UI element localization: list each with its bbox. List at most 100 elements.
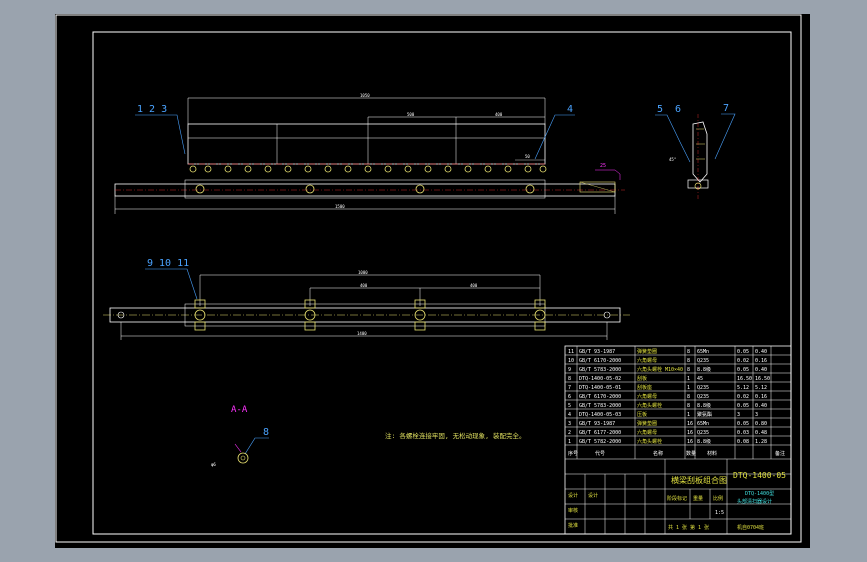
parts-cell-qty: 16 — [687, 430, 693, 436]
front-view-assembly[interactable]: 1050 500 400 25 — [114, 93, 625, 214]
parts-cell-qty: 1 — [687, 385, 690, 391]
parts-cell-name: 六角螺母 — [637, 393, 657, 400]
parts-cell-mat: Q235 — [697, 385, 709, 391]
parts-cell-qty: 1 — [687, 412, 690, 418]
parts-cell-code: GB/T 93-1987 — [579, 349, 615, 355]
parts-cell-qty: 8 — [687, 358, 690, 364]
parts-cell-qty: 16 — [687, 439, 693, 445]
parts-cell-name: 六角头螺栓 — [637, 438, 662, 445]
approve-label: 批准 — [568, 522, 578, 529]
parts-cell-name: 弹簧垫圈 — [637, 420, 657, 427]
parts-cell-no: 6 — [568, 394, 571, 400]
school-class: 机自0704班 — [737, 524, 764, 531]
check-label: 审核 — [568, 507, 578, 514]
parts-cell-mass: 0.02 — [737, 394, 749, 400]
parts-cell-mass: 0.02 — [737, 358, 749, 364]
dim-side-offset: 25 — [600, 163, 606, 169]
parts-cell-mat: 8.8级 — [697, 366, 711, 373]
header-code: 代号 — [595, 450, 605, 457]
parts-cell-code: GB/T 5782-2000 — [579, 439, 621, 445]
parts-cell-total: 0.40 — [755, 403, 767, 409]
stage-label: 阶段标记 — [667, 495, 687, 502]
parts-cell-name: 刮板座 — [637, 384, 652, 391]
parts-cell-no: 2 — [568, 430, 571, 436]
parts-cell-mat: 8.8级 — [697, 402, 711, 409]
parts-cell-name: 六角螺母 — [637, 429, 657, 436]
dim-top-span2: 400 — [495, 112, 503, 117]
parts-cell-name: 六角螺母 — [637, 357, 657, 364]
parts-cell-total: 0.48 — [755, 430, 767, 436]
parts-cell-mat: Q235 — [697, 358, 709, 364]
drawing-number: DTQ-1400-05 — [733, 471, 786, 480]
header-remark: 备注 — [775, 450, 785, 457]
parts-cell-mat: 聚氨酯 — [697, 411, 712, 418]
inner-border — [92, 31, 792, 535]
parts-cell-no: 3 — [568, 421, 571, 427]
parts-cell-no: 7 — [568, 385, 571, 391]
section-label: A-A — [231, 405, 248, 415]
parts-cell-mass: 0.03 — [737, 430, 749, 436]
parts-cell-no: 10 — [568, 358, 574, 364]
parts-cell-name: 六角头螺栓 M10×40 — [637, 366, 683, 373]
side-view[interactable]: 5 6 7 45° — [655, 103, 736, 199]
parts-cell-mass: 5.12 — [737, 385, 749, 391]
parts-cell-mat: Q235 — [697, 394, 709, 400]
label-part-7: 7 — [723, 103, 729, 114]
parts-cell-mass: 0.05 — [737, 367, 749, 373]
parts-cell-no: 11 — [568, 349, 574, 355]
parts-cell-no: 1 — [568, 439, 571, 445]
dim-top-small: 50 — [525, 154, 530, 159]
plan-view-assembly[interactable]: 9 10 11 1000 400 400 1400 — [103, 258, 630, 340]
parts-cell-total: 5.12 — [755, 385, 767, 391]
parts-cell-mass: 0.05 — [737, 403, 749, 409]
assembly-note: 注: 各螺栓连接牢固, 无松动现象, 装配完全。 — [385, 431, 525, 440]
dim-mid-span: 400 — [360, 283, 368, 288]
dim-lower-overall: 1400 — [357, 331, 367, 336]
parts-cell-total: 16.50 — [755, 376, 770, 382]
dim-top-span1: 500 — [407, 112, 415, 117]
parts-cell-mass: 3 — [737, 412, 740, 418]
parts-cell-code: GB/T 5783-2000 — [579, 367, 621, 373]
parts-cell-name: 六角头螺栓 — [637, 402, 662, 409]
parts-cell-mat: 65Mn — [697, 421, 709, 427]
header-qty: 数量 — [686, 450, 696, 457]
dim-bottom-overall: 1500 — [335, 204, 345, 209]
drawing-title: 横梁刮板组合图 — [671, 475, 727, 485]
scale-value: 1:5 — [715, 510, 724, 516]
parts-cell-code: DTQ-1400-05-03 — [579, 412, 621, 418]
parts-cell-total: 0.16 — [755, 394, 767, 400]
parts-cell-code: GB/T 93-1987 — [579, 421, 615, 427]
dim-mid-overall: 1000 — [358, 270, 368, 275]
label-part-4: 4 — [567, 104, 573, 115]
designer-label: 设计 — [568, 492, 578, 499]
parts-cell-name: 刮板 — [637, 375, 647, 382]
header-no: 序号 — [568, 450, 578, 457]
parts-cell-no: 9 — [568, 367, 571, 373]
parts-cell-code: GB/T 6177-2000 — [579, 430, 621, 436]
label-parts-1-2-3: 1 2 3 — [137, 104, 167, 115]
product-model: DTQ-1400型 — [745, 490, 774, 497]
label-parts-9-10-11: 9 10 11 — [147, 258, 189, 269]
svg-text:400: 400 — [470, 283, 478, 288]
drawing-sheet: 1050 500 400 25 — [55, 14, 810, 548]
parts-cell-code: GB/T 5783-2000 — [579, 403, 621, 409]
label-part-5: 5 — [657, 104, 663, 115]
parts-cell-qty: 16 — [687, 421, 693, 427]
parts-cell-mass: 0.08 — [737, 439, 749, 445]
parts-cell-code: GB/T 6170-2000 — [579, 394, 621, 400]
parts-cell-total: 3 — [755, 412, 758, 418]
product-subtitle: 头部清扫器设计 — [737, 498, 772, 505]
parts-cell-total: 0.16 — [755, 358, 767, 364]
scale-label: 比例 — [713, 495, 723, 502]
parts-cell-no: 8 — [568, 376, 571, 382]
parts-cell-code: DTQ-1400-05-02 — [579, 376, 621, 382]
parts-cell-total: 0.40 — [755, 349, 767, 355]
section-a-a[interactable]: A-A 8 φ6 — [211, 405, 269, 467]
sheet-info: 共 1 张 第 1 张 — [668, 524, 709, 531]
parts-cell-mass: 0.05 — [737, 349, 749, 355]
header-name: 名称 — [653, 450, 663, 457]
label-part-8: 8 — [263, 427, 269, 438]
dim-top-overall: 1050 — [360, 93, 370, 98]
